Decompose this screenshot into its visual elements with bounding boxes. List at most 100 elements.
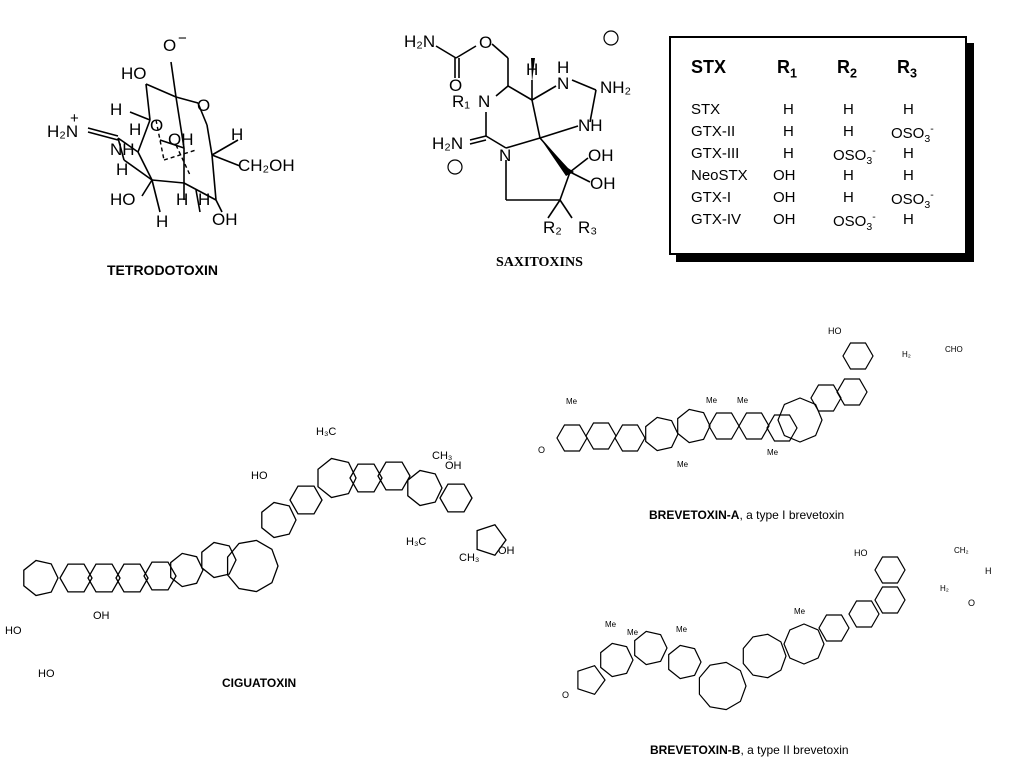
pbtxb-o-ald: O: [968, 598, 976, 608]
ring-bond: [698, 661, 747, 711]
ring-bond: [143, 561, 177, 591]
pbtxb-ho: HO: [854, 548, 868, 558]
ttx-nh: NH: [110, 140, 135, 159]
ring-bond: [783, 623, 825, 665]
ring-bond: [738, 412, 770, 440]
ctx-oh-3: OH: [93, 610, 110, 622]
brevetoxin-b-caption-rest: , a type II brevetoxin: [740, 743, 849, 757]
stx-cell: NeoSTX: [691, 167, 748, 184]
stx-cell: OSO3-: [891, 123, 934, 145]
ctx-h3c-2: H₃C: [406, 536, 427, 548]
ctx-ch3-2: CH₃: [459, 552, 480, 564]
pbtxb-h2: H₂: [940, 584, 949, 593]
ring-bond: [836, 378, 868, 406]
ttx-h-right: H: [231, 125, 244, 144]
brevetoxin-b-label: BREVETOXIN-B: [650, 743, 741, 757]
ttx-ch2oh: CH₂OH: [238, 156, 295, 175]
ttx-h-nh: H: [116, 160, 129, 179]
ctx-h3c-top: H₃C: [316, 426, 337, 438]
pbtxb-me-2: Me: [627, 628, 639, 637]
stx-cell: H: [783, 101, 794, 118]
pbtxa-me-4: Me: [737, 396, 749, 405]
ring-bond: [634, 630, 668, 666]
ring-bond: [115, 563, 149, 593]
ring-bond: [585, 422, 617, 450]
ttx-h-left: H: [110, 100, 123, 119]
ring-bond: [848, 600, 880, 628]
ring-bond: [476, 524, 507, 556]
stx-h-n: H: [557, 58, 570, 77]
ring-bond: [289, 485, 323, 515]
pbtxa-me-1: Me: [566, 397, 578, 406]
ring-bond: [874, 556, 906, 584]
stx-cell: H: [903, 211, 914, 228]
ring-bond: [600, 642, 634, 678]
ttx-o-ring: O: [197, 96, 211, 115]
ring-bond: [439, 483, 473, 513]
stx-cell: H: [843, 123, 854, 140]
stx-cell: OH: [773, 167, 796, 184]
stx-nh2-right: NH₂: [600, 78, 632, 97]
stx-cell: H: [783, 123, 794, 140]
brevetoxin-a-caption: BREVETOXIN-A, a type I brevetoxin: [649, 508, 844, 522]
stx-nh-right: NH: [578, 116, 603, 135]
ciguatoxin-label: CIGUATOXIN: [222, 676, 297, 690]
ring-bond: [59, 563, 93, 593]
ring-bond: [818, 614, 850, 642]
ttx-oh-bottom: OH: [212, 210, 238, 229]
ring-bond: [317, 457, 357, 499]
stx-cell: STX: [691, 101, 721, 118]
stx-cell: H: [843, 101, 854, 118]
pbtxb-me-4: Me: [794, 607, 806, 616]
ring-bond: [170, 552, 204, 588]
pbtxb-o-lactone: O: [562, 690, 570, 700]
stx-header-name: STX: [691, 57, 727, 77]
ring-bond: [556, 424, 588, 452]
stx-cell: H: [903, 145, 914, 162]
ttx-h2n: H₂N: [47, 122, 79, 141]
stx-cell: OSO3-: [891, 189, 934, 211]
ring-bond: [766, 414, 798, 442]
stx-o-ester: O: [479, 33, 493, 52]
brevetoxin-a-label: BREVETOXIN-A: [649, 508, 740, 522]
ttx-oh-mid: OH: [168, 130, 194, 149]
ttx-plus: +: [70, 110, 79, 127]
ring-bond: [201, 541, 237, 579]
stx-cell: OH: [773, 189, 796, 206]
ring-bond: [226, 539, 279, 593]
ring-bond: [349, 463, 383, 493]
tetrodotoxin-label: TETRODOTOXIN: [107, 262, 218, 278]
stx-cell: GTX-IV: [691, 211, 742, 228]
stx-cell: GTX-III: [691, 145, 740, 162]
ttx-o-mid: O: [150, 116, 164, 135]
ring-bond: [645, 416, 679, 452]
brevetoxin-a-caption-rest: , a type I brevetoxin: [739, 508, 845, 522]
ttx-ho-bottom: HO: [110, 190, 136, 209]
ctx-ch3-1: CH₃: [432, 450, 453, 462]
ring-bond: [23, 559, 59, 597]
ring-bond: [874, 586, 906, 614]
stx-h-top: H: [526, 60, 539, 79]
pbtxa-h2: H₂: [902, 350, 911, 359]
stx-cell: OH: [773, 211, 796, 228]
ring-bond: [777, 397, 823, 443]
ttx-h-b2: H: [198, 190, 211, 209]
stx-cell: OSO3-: [833, 211, 876, 233]
ring-bond: [810, 384, 842, 412]
pbtxa-me-2: Me: [677, 460, 689, 469]
pbtxa-cho: CHO: [945, 345, 963, 354]
ttx-h-n1: H: [129, 120, 142, 139]
ctx-oh-4: HO: [38, 668, 55, 680]
pbtxb-me-1: Me: [605, 620, 617, 629]
ring-bond: [614, 424, 646, 452]
saxitoxins-label: SAXITOXINS: [496, 255, 583, 270]
stx-cell: H: [843, 167, 854, 184]
ring-bond: [87, 563, 121, 593]
ring-bond: [407, 469, 443, 507]
stx-cell: GTX-I: [691, 189, 731, 206]
pbtxa-ho: HO: [828, 326, 842, 336]
